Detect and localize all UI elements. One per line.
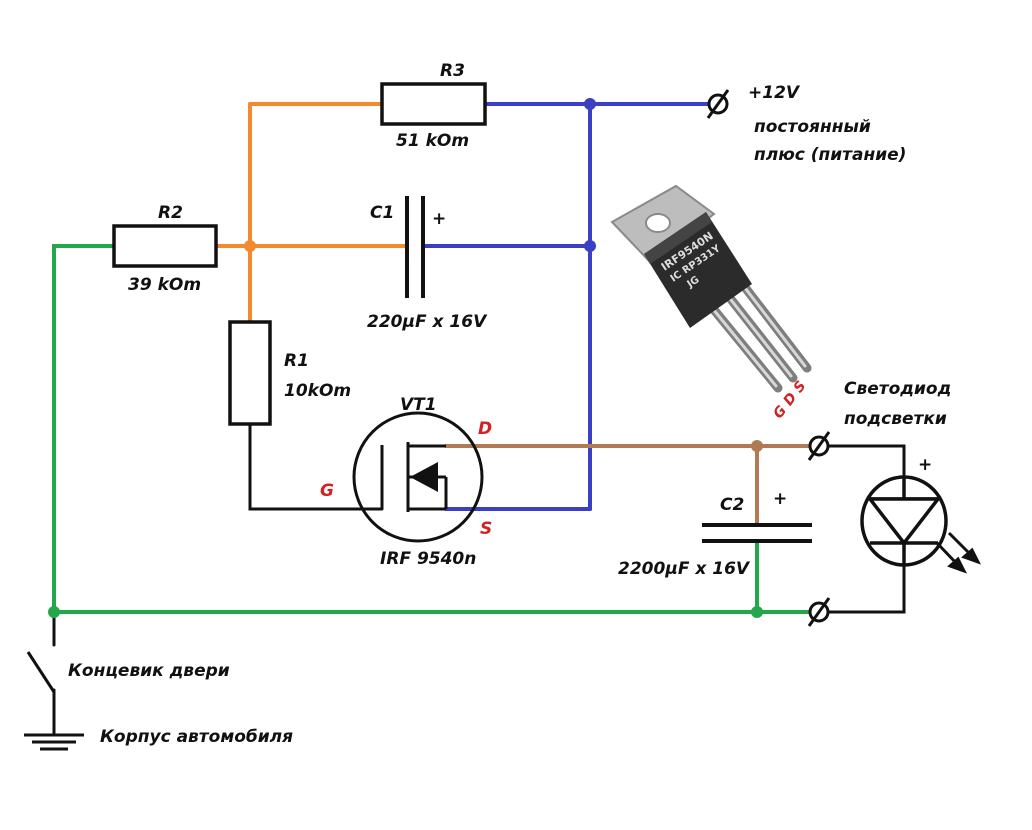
- wire-led-minus: [824, 563, 906, 614]
- resistor-r3: [380, 82, 487, 126]
- wire-led-plus: [824, 444, 906, 480]
- terminal-led-plus: [807, 431, 831, 461]
- r2-value: 39 kOm: [128, 275, 201, 295]
- vt1-name: VT1: [400, 395, 437, 415]
- blue-net: [423, 102, 720, 511]
- c2-value: 2200µF x 16V: [618, 559, 751, 579]
- resistor-r2: [112, 224, 218, 268]
- r2-name: R2: [158, 203, 183, 223]
- c1-plus: +: [432, 209, 446, 229]
- wire-r1-gate: [248, 422, 384, 511]
- terminal-led-minus: [807, 597, 831, 627]
- junction-dot-brown: [751, 440, 763, 452]
- mounting-hole: [645, 213, 671, 233]
- led-light-arrows-icon: [935, 531, 982, 574]
- ground-icon: [24, 733, 84, 751]
- pin-label-s: S: [480, 519, 492, 539]
- green-net: [52, 244, 814, 614]
- led-symbol: [860, 475, 948, 567]
- c1-name: C1: [370, 203, 394, 223]
- junction-dot-blue-top: [584, 98, 596, 110]
- led-title-line1: Светодиод: [844, 379, 951, 399]
- r1-name: R1: [284, 351, 309, 371]
- c2-plus: +: [773, 489, 787, 509]
- door-switch-label: Концевик двери: [68, 661, 230, 681]
- to220-package-image: IRF9540N IC RP331Y JG G D S: [610, 184, 812, 422]
- power-desc-line1: постоянный: [754, 117, 871, 137]
- pin-label-d: D: [478, 419, 492, 439]
- brown-net: [444, 444, 814, 527]
- capacitor-c2: [702, 523, 812, 543]
- r3-value: 51 kOm: [396, 131, 469, 151]
- c2-name: C2: [720, 495, 744, 515]
- black-wires: [52, 422, 906, 737]
- r3-name: R3: [440, 61, 465, 81]
- terminal-12v: [706, 89, 730, 119]
- led-title-line2: подсветки: [844, 409, 947, 429]
- door-switch-lever: [26, 651, 56, 693]
- junction-dot-green-left: [48, 606, 60, 618]
- pin-label-g: G: [320, 481, 334, 501]
- c1-value: 220µF x 16V: [367, 312, 488, 332]
- r1-value: 10kOm: [284, 381, 351, 401]
- ground-label: Корпус автомобиля: [100, 727, 293, 747]
- power-desc-line2: плюс (питание): [754, 145, 906, 165]
- junction-dot-green-right: [751, 606, 763, 618]
- vt1-model: IRF 9540n: [380, 549, 476, 569]
- junction-dot-blue-mid: [584, 240, 596, 252]
- power-voltage-label: +12V: [748, 83, 801, 103]
- capacitor-c1: [405, 196, 425, 298]
- mosfet-body-diode-arrow: [410, 462, 438, 492]
- wire-r2-left: [52, 244, 114, 614]
- resistor-r1: [228, 320, 272, 426]
- junction-dot-orange: [244, 240, 256, 252]
- led-plus: +: [918, 455, 932, 475]
